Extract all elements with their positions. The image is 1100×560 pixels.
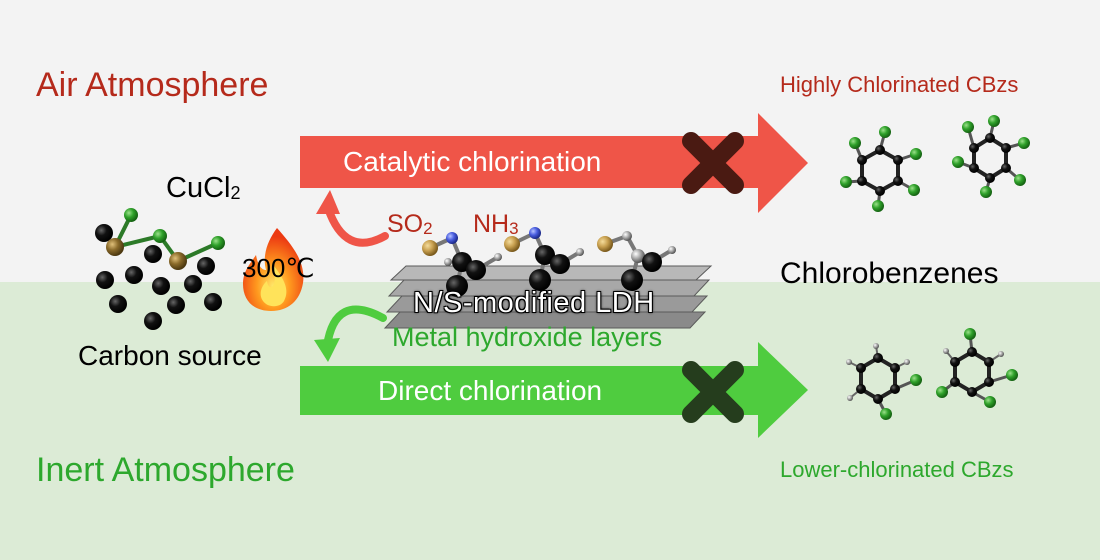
highly-chlorinated-benzene-icon	[840, 126, 922, 212]
blocked-cross-icon-top	[682, 132, 744, 194]
direct-chlorination-label: Direct chlorination	[378, 375, 603, 406]
so2-subscript: 2	[423, 219, 433, 238]
nh3-text: NH	[473, 210, 510, 238]
so2-text: SO	[387, 210, 424, 238]
metal-hydroxide-label: Metal hydroxide layers	[392, 322, 663, 352]
cucl2-carbon-molecule-icon	[95, 208, 225, 330]
carbon-source-label: Carbon source	[78, 340, 262, 371]
catalytic-chlorination-arrow	[300, 113, 808, 213]
curved-arrow-green-icon	[314, 305, 387, 362]
temperature-label: 300℃	[242, 253, 315, 283]
air-atmosphere-title: Air Atmosphere	[36, 66, 269, 104]
catalytic-chlorination-label: Catalytic chlorination	[343, 146, 602, 177]
highly-chlorinated-benzene-icon-2	[952, 115, 1030, 198]
direct-chlorination-arrow	[300, 342, 808, 438]
copper-chloride-text: CuCl	[166, 172, 231, 204]
surface-molecule-icon	[422, 227, 676, 297]
curved-arrow-red-icon	[316, 190, 389, 247]
chlorobenzenes-label: Chlorobenzenes	[780, 257, 999, 290]
lower-chlorinated-benzene-icon-2	[936, 328, 1018, 408]
ldh-label: N/S-modified LDH	[413, 287, 655, 319]
fire-icon	[243, 228, 304, 311]
copper-chloride-subscript: 2	[230, 183, 241, 203]
nh3-subscript: 3	[509, 219, 519, 238]
lower-chlorinated-label: Lower-chlorinated CBzs	[780, 457, 1014, 482]
blocked-cross-icon-bottom	[682, 361, 744, 423]
nh3-label: NH3	[473, 210, 519, 239]
inert-atmosphere-title: Inert Atmosphere	[36, 451, 295, 489]
copper-chloride-label: CuCl2	[166, 172, 240, 205]
lower-chlorinated-benzene-icon	[846, 343, 922, 420]
so2-label: SO2	[387, 210, 433, 239]
highly-chlorinated-label: Highly Chlorinated CBzs	[780, 72, 1019, 97]
